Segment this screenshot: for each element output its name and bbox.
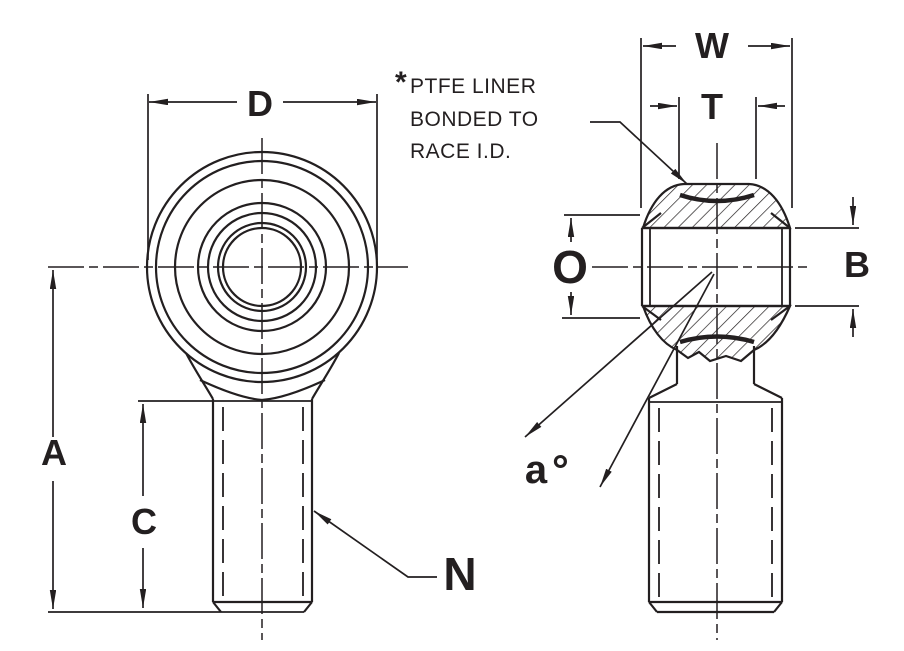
dim-overall-length: A [41, 270, 67, 609]
race-housing [640, 212, 792, 321]
dim-label-t: T [701, 86, 723, 127]
head-circles [145, 150, 379, 384]
dim-race-width: O [552, 214, 640, 319]
dim-label-c: C [131, 501, 157, 542]
dim-label-angle-a: a [525, 448, 548, 492]
dim-label-a: A [41, 432, 67, 473]
dim-misalignment-angle: a ° [524, 271, 715, 493]
dim-thread-length: C [131, 404, 157, 608]
note-asterisk: * [395, 66, 407, 99]
dim-label-o: O [552, 241, 588, 293]
dim-ball-width: B [795, 197, 870, 337]
ptfe-note-leader [590, 121, 688, 185]
head-shank-fillets [185, 352, 340, 402]
note-line-3: RACE I.D. [410, 140, 511, 163]
side-threaded-shank [647, 346, 784, 614]
front-threaded-shank [48, 399, 314, 613]
side-view [592, 143, 812, 640]
ball-top-section [641, 182, 792, 230]
dim-liner-width: T [650, 86, 785, 179]
ptfe-liner-bottom [679, 334, 755, 345]
dim-label-b: B [844, 244, 870, 285]
dim-thread-callout: N [313, 510, 477, 600]
dim-label-w: W [695, 25, 729, 66]
dim-head-width: W [640, 25, 793, 208]
ptfe-note: * PTFE LINER BONDED TO RACE I.D. [395, 66, 688, 185]
dim-head-diameter: D [147, 83, 378, 260]
note-line-2: BONDED TO [410, 108, 539, 131]
ptfe-liner-top [679, 192, 755, 204]
dim-label-d: D [247, 83, 273, 124]
degree-symbol: ° [552, 446, 569, 493]
dim-label-n: N [443, 548, 476, 600]
note-line-1: PTFE LINER [410, 75, 536, 98]
front-view [48, 138, 408, 640]
